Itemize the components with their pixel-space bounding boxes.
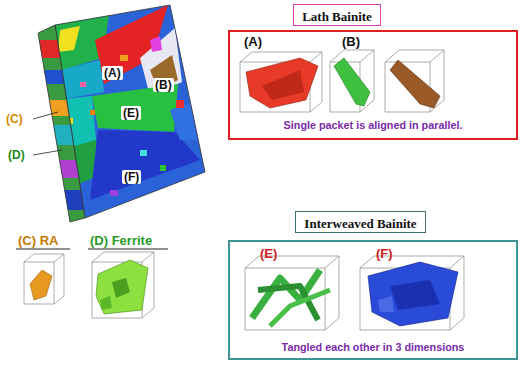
ebsd-map — [30, 0, 230, 230]
panel-box: (E) (F) Tangled each other in 3 dimensions — [228, 240, 518, 360]
callout-label: (B) — [153, 78, 174, 92]
title-box: Interweaved Bainite — [295, 211, 426, 233]
panel-caption: Single packet is aligned in parallel. — [230, 118, 516, 133]
grain-label: (E) — [260, 246, 277, 261]
grain-label: (A) — [244, 34, 262, 49]
phase-label: (D) Ferrite — [90, 233, 152, 248]
ebsd-side — [30, 20, 90, 230]
lath-grain-b — [330, 50, 374, 112]
title-box: Lath Bainite — [293, 4, 381, 26]
ra-grain — [24, 254, 64, 304]
interweaved-grain-f — [360, 256, 464, 330]
title-text: Lath Bainite — [302, 9, 372, 25]
leader-line — [33, 150, 62, 155]
grain-label: (B) — [342, 34, 360, 49]
phase-label: (C) RA — [18, 233, 58, 248]
callout-label: (F) — [122, 170, 141, 184]
panel-box: (A) (B) Single packet is aligned in parall… — [228, 30, 518, 140]
title-text: Interweaved Bainite — [304, 216, 416, 232]
lath-grain-b2 — [385, 50, 444, 112]
lath-grain-a — [240, 52, 322, 112]
interweaved-grain-e — [245, 256, 339, 330]
callout-label: (A) — [102, 66, 123, 80]
callout-label: (D) — [8, 148, 25, 162]
panel-caption: Tangled each other in 3 dimensions — [230, 340, 516, 355]
leader-line — [33, 112, 58, 119]
grain-label: (F) — [376, 246, 393, 261]
callout-label: (C) — [6, 112, 23, 126]
callout-label: (E) — [121, 106, 141, 120]
ferrite-grain — [92, 252, 154, 318]
